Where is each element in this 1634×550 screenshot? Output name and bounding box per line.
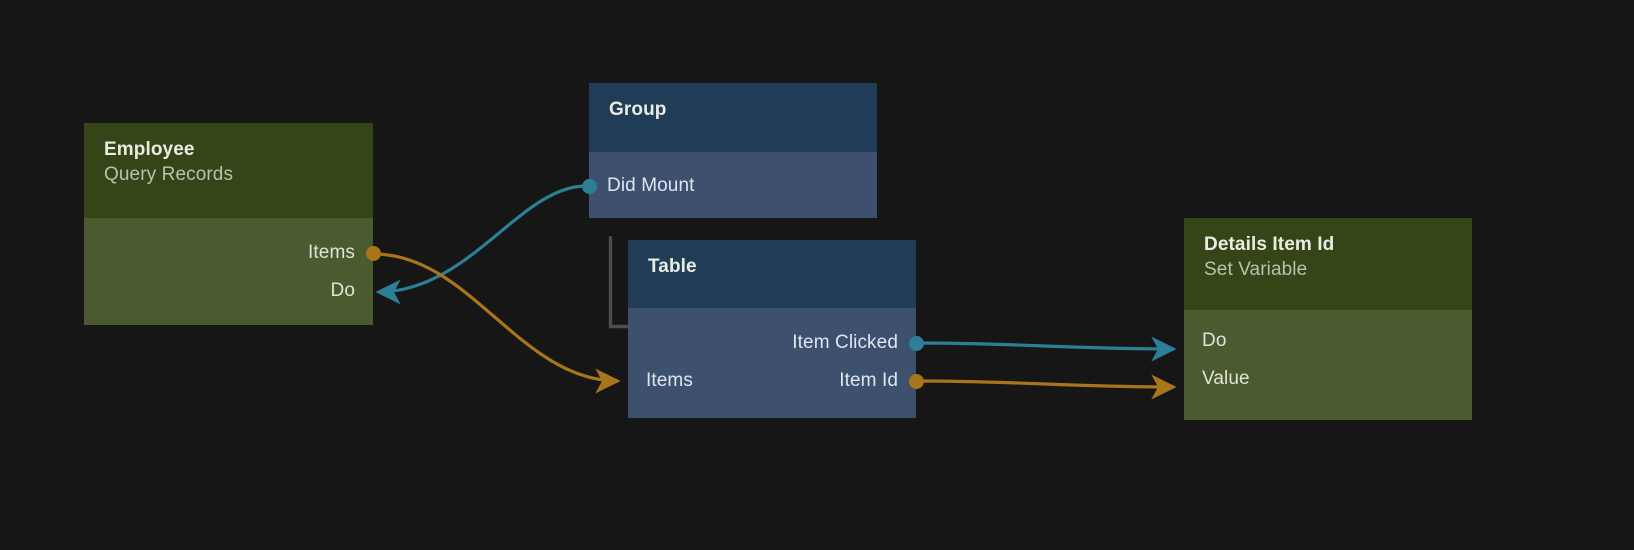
port-dot-employee-items[interactable] — [365, 245, 381, 261]
edge-group-didmount-to-employee-do — [375, 184, 587, 305]
node-group-title: Group — [609, 99, 667, 120]
node-details-item-id-header: Details Item Id Set Variable — [1184, 218, 1472, 310]
port-table-item-id-label: Item Id — [839, 370, 898, 391]
port-dot-group-didmount[interactable] — [581, 178, 597, 194]
port-table-items-label: Items — [646, 370, 693, 391]
edge-employee-items-to-table-items — [373, 252, 621, 394]
node-employee[interactable]: Employee Query Records Items Do — [84, 123, 381, 325]
node-employee-body: Items Do — [84, 218, 381, 325]
node-group[interactable]: Group Did Mount — [581, 83, 877, 218]
node-group-header: Group — [589, 83, 877, 152]
node-table-title: Table — [648, 256, 697, 277]
port-employee-items[interactable]: Items — [84, 240, 373, 266]
port-table-item-id[interactable]: Item Id — [628, 368, 916, 394]
node-employee-title: Employee — [104, 139, 195, 160]
node-group-body: Did Mount — [581, 152, 877, 218]
port-table-item-clicked-label: Item Clicked — [792, 332, 898, 353]
port-details-do-label: Do — [1202, 330, 1227, 351]
port-dot-table-item-clicked[interactable] — [908, 335, 924, 351]
port-details-value[interactable]: Value — [1184, 366, 1472, 392]
port-table-items[interactable]: Items — [628, 368, 916, 394]
node-details-item-id-subtitle: Set Variable — [1204, 259, 1308, 281]
node-employee-header: Employee Query Records — [84, 123, 373, 218]
port-group-didmount[interactable]: Did Mount — [589, 173, 877, 199]
port-employee-items-label: Items — [308, 242, 355, 263]
port-group-didmount-label: Did Mount — [607, 175, 695, 196]
node-table-header: Table — [628, 240, 916, 308]
port-dot-table-item-id[interactable] — [908, 373, 924, 389]
node-employee-subtitle: Query Records — [104, 164, 234, 186]
node-table[interactable]: Table Item Clicked Items Item Id — [628, 240, 924, 418]
port-employee-do[interactable]: Do — [84, 278, 373, 304]
port-employee-do-label: Do — [330, 280, 355, 301]
port-details-do[interactable]: Do — [1184, 328, 1472, 354]
edge-table-itemclicked-to-details-do — [917, 336, 1177, 362]
node-details-item-id[interactable]: Details Item Id Set Variable Do Value — [1184, 218, 1472, 420]
node-table-body: Item Clicked Items Item Id — [628, 308, 924, 418]
port-details-value-label: Value — [1202, 368, 1250, 389]
edge-table-itemid-to-details-value — [917, 374, 1177, 400]
node-details-item-id-body: Do Value — [1184, 310, 1472, 420]
port-table-item-clicked[interactable]: Item Clicked — [628, 330, 916, 356]
node-details-item-id-title: Details Item Id — [1204, 234, 1335, 255]
